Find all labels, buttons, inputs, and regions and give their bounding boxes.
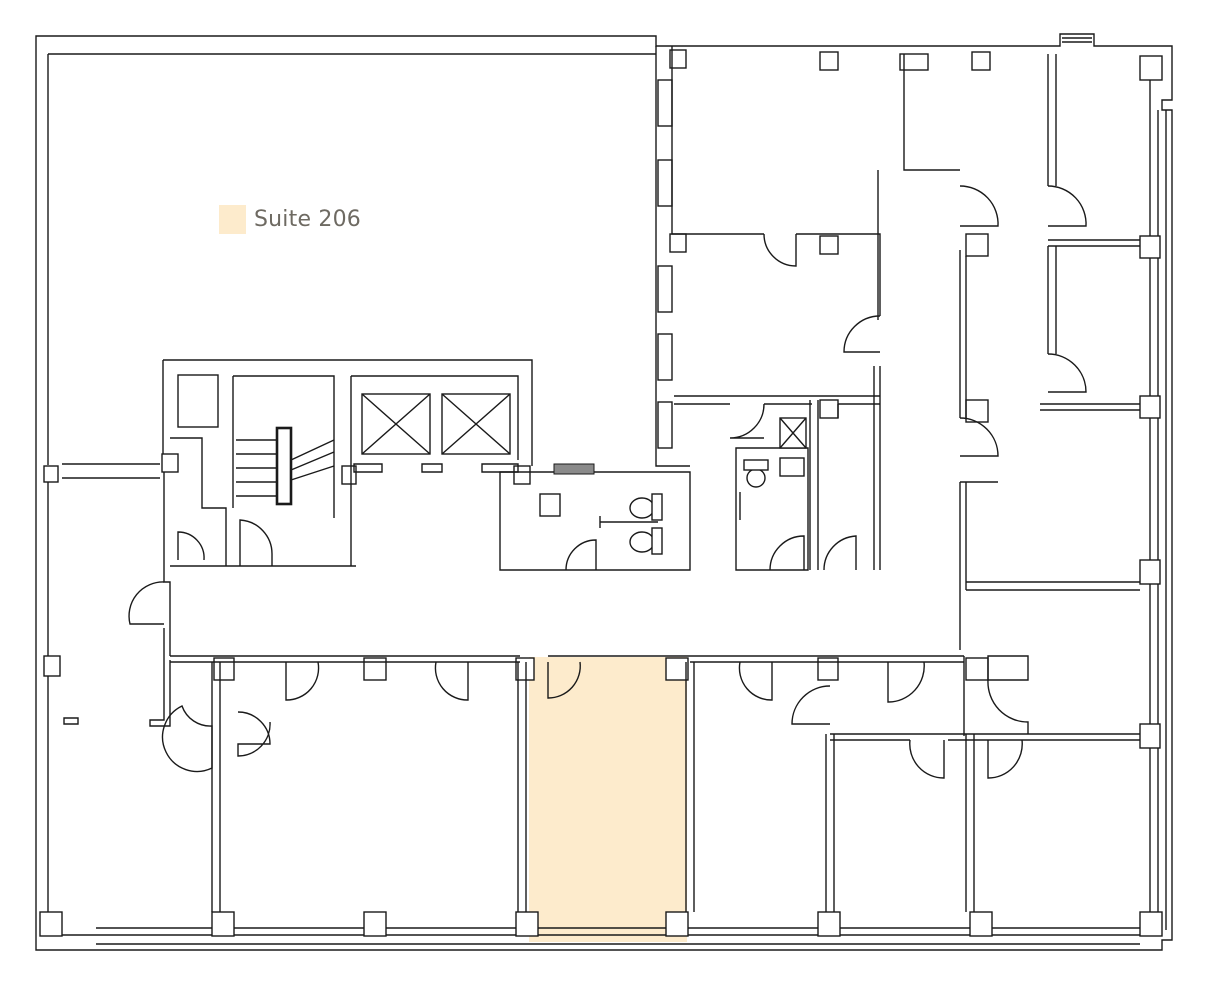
- columns: [39, 49, 1163, 937]
- suite-206-area[interactable]: [529, 657, 687, 942]
- door-swings: [128, 185, 1087, 779]
- legend-swatch: [219, 205, 246, 234]
- exterior-walls: [35, 33, 1173, 951]
- legend: Suite 206: [219, 205, 361, 234]
- interior-walls: [63, 46, 1140, 912]
- vertical-window-slots: [657, 79, 673, 449]
- restroom-fixtures: [499, 400, 819, 571]
- legend-label: Suite 206: [254, 207, 361, 232]
- core-stairs-elevators: [162, 359, 533, 567]
